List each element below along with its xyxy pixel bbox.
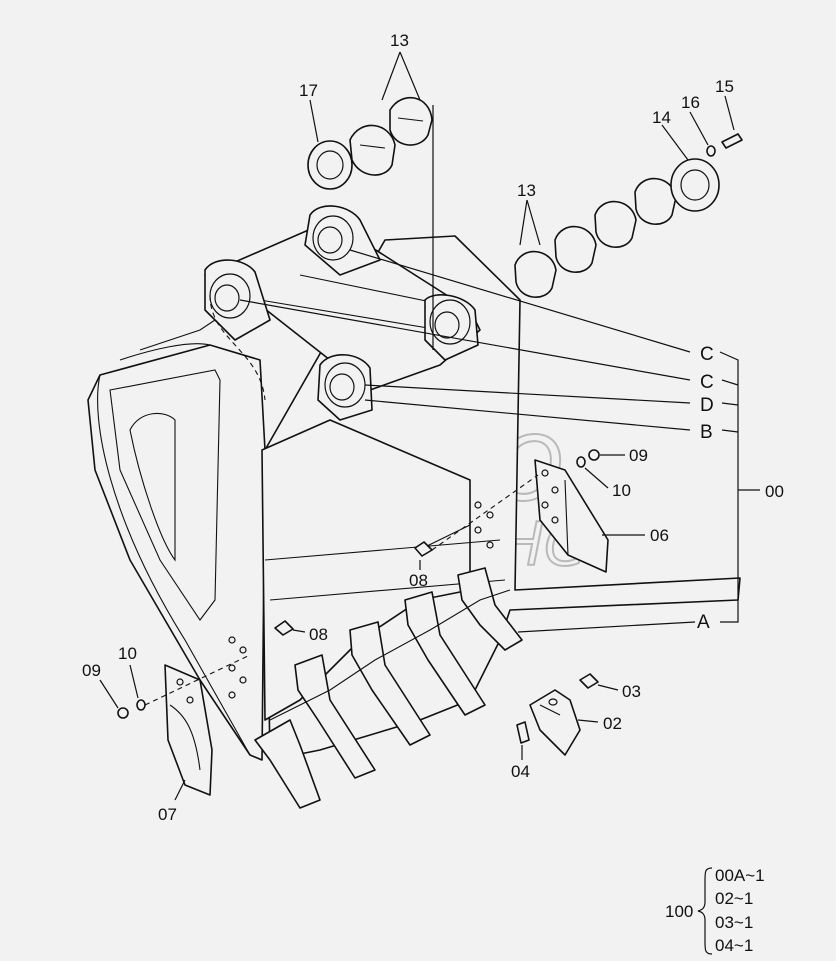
bolt-15 (721, 133, 743, 149)
callout-15: 15 (715, 77, 734, 96)
assembly-point-labels: C C D B A (697, 344, 714, 633)
callout-13-upper: 13 (390, 31, 409, 50)
callout-labels: 13 17 15 16 14 13 09 10 06 08 08 10 09 0… (82, 31, 784, 824)
tooth-2 (294, 654, 376, 779)
assembly-point-c-2: C (700, 372, 714, 393)
callout-16: 16 (681, 93, 700, 112)
bolt-holes-left (228, 636, 247, 699)
callout-09-right: 09 (629, 446, 648, 465)
leader-lines (99, 51, 760, 801)
pin-03 (579, 673, 599, 689)
tooth-3 (349, 621, 431, 746)
kit-item: 00A~1 (715, 866, 765, 885)
side-cutter-06 (534, 459, 609, 573)
nut-09-right (588, 449, 600, 461)
callout-08-right: 08 (409, 571, 428, 590)
bolt-holes-right (474, 501, 494, 549)
callout-08-left: 08 (309, 625, 328, 644)
lock-04 (516, 721, 530, 744)
tooth-point-02 (529, 689, 581, 756)
callout-10-right: 10 (612, 481, 631, 500)
bucket-teeth (254, 567, 523, 809)
callout-07: 07 (158, 805, 177, 824)
kit-item: 02~1 (715, 889, 753, 908)
seal-17 (307, 140, 353, 190)
shims-13-upper (349, 96, 433, 176)
tooth-4 (404, 591, 486, 716)
bolt-08-left (274, 620, 294, 636)
callout-10-left: 10 (118, 644, 137, 663)
tooth-1 (254, 719, 321, 809)
assembly-point-a: A (697, 612, 710, 633)
callout-02: 02 (603, 714, 622, 733)
kit-table: 100 00A~1 02~1 03~1 04~1 (665, 866, 765, 955)
washer-10-right (576, 456, 586, 468)
callout-09-left: 09 (82, 661, 101, 680)
callout-03: 03 (622, 682, 641, 701)
callout-13-right: 13 (517, 181, 536, 200)
washer-10-left (136, 699, 146, 711)
plate-14 (670, 158, 720, 212)
side-cutter-07 (164, 664, 213, 796)
kit-item: 04~1 (715, 936, 753, 955)
tooth-5 (457, 567, 523, 651)
shims-13-right (514, 177, 677, 298)
callout-00: 00 (765, 482, 784, 501)
assembly-point-d: D (700, 395, 714, 416)
callout-17: 17 (299, 81, 318, 100)
assembly-point-c-1: C (700, 344, 714, 365)
callout-14: 14 (652, 108, 671, 127)
callout-04: 04 (511, 762, 530, 781)
kit-brace (697, 867, 713, 955)
kit-number: 100 (665, 902, 693, 921)
washer-16 (706, 145, 716, 157)
nut-09-left (117, 707, 129, 719)
assembly-point-b: B (700, 422, 713, 443)
callout-06: 06 (650, 526, 669, 545)
kit-item: 03~1 (715, 913, 753, 932)
